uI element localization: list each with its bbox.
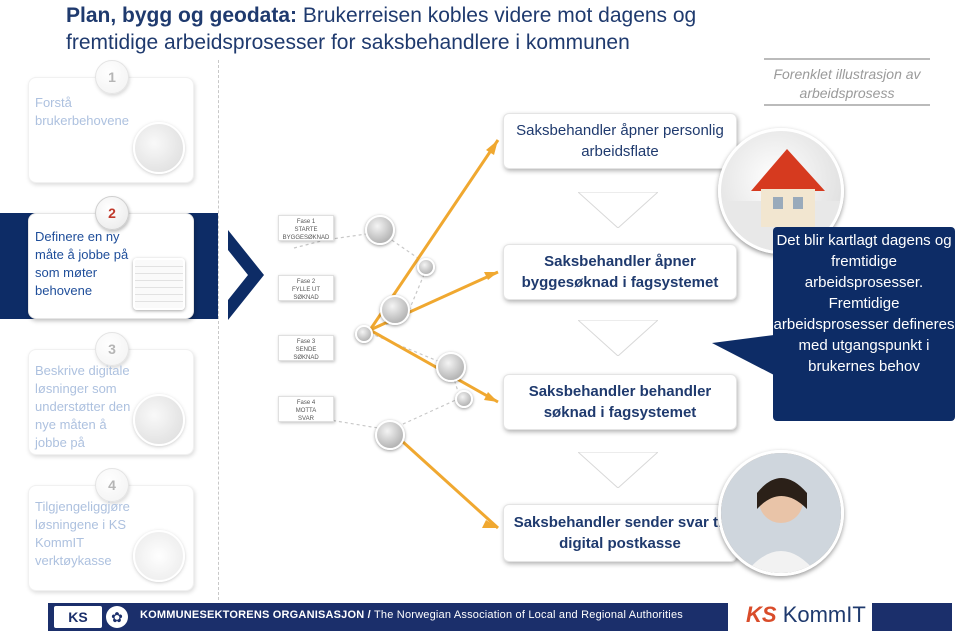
step-image-2 xyxy=(133,258,185,310)
journey-node xyxy=(417,258,435,276)
step-card-2[interactable]: 2 Definere en ny måte å jobbe på som møt… xyxy=(28,196,194,319)
person-icon xyxy=(721,453,841,573)
footer-bar xyxy=(48,603,728,631)
step-label-3: Beskrive digitale løsninger som understø… xyxy=(35,363,131,450)
process-box-2: Saksbehandler åpner byggesøknad i fagsys… xyxy=(503,244,737,300)
step-card-4[interactable]: 4 Tilgjengeliggjøre løsningene i KS Komm… xyxy=(28,468,194,591)
footer-bar-end xyxy=(872,603,952,631)
kommit-logo: KS KommIT xyxy=(746,602,866,627)
process-box-3: Saksbehandler behandler søknad i fagsyst… xyxy=(503,374,737,430)
step-number-1: 1 xyxy=(95,60,129,94)
journey-node xyxy=(380,295,410,325)
page-title: Plan, bygg og geodata: Brukerreisen kobl… xyxy=(66,2,766,56)
caseworker-photo xyxy=(718,450,844,576)
step-number-3: 3 xyxy=(95,332,129,366)
step-image-4 xyxy=(133,530,185,582)
down-arrow-icon xyxy=(578,320,658,356)
title-rest: Brukerreisen kobles videre mot dagens og… xyxy=(66,4,697,54)
journey-node xyxy=(455,390,473,408)
step-label-2: Definere en ny måte å jobbe på som møter… xyxy=(35,229,129,298)
divider-line xyxy=(218,60,219,600)
down-arrow-icon xyxy=(578,452,658,488)
journey-node xyxy=(436,352,466,382)
step-image-3 xyxy=(133,394,185,446)
callout-pointer xyxy=(712,335,774,375)
step-label-1: Forstå brukerbehovene xyxy=(35,95,129,128)
step-card-1[interactable]: 1 Forstå brukerbehovene xyxy=(28,60,194,183)
step-card-3[interactable]: 3 Beskrive digitale løsninger som unders… xyxy=(28,332,194,455)
step-number-2: 2 xyxy=(95,196,129,230)
title-bold: Plan, bygg og geodata: xyxy=(66,4,298,27)
ks-logo: KS xyxy=(54,606,102,628)
step-number-4: 4 xyxy=(95,468,129,502)
footer-org-text: KOMMUNESEKTORENS ORGANISASJON / The Norw… xyxy=(140,609,683,621)
journey-node xyxy=(375,420,405,450)
down-arrow-icon xyxy=(578,192,658,228)
journey-node xyxy=(355,325,373,343)
info-callout: Det blir kartlagt dagens og fremtidige a… xyxy=(773,227,955,421)
step-image-1 xyxy=(133,122,185,174)
process-box-1: Saksbehandler åpner personlig arbeidsfla… xyxy=(503,113,737,169)
ks-emblem-icon: ✿ xyxy=(106,606,128,628)
journey-node xyxy=(365,215,395,245)
chevron-right-icon xyxy=(228,230,264,320)
step-label-4: Tilgjengeliggjøre løsningene i KS KommIT… xyxy=(35,499,130,568)
process-box-4: Saksbehandler sender svar til digital po… xyxy=(503,504,737,562)
illustration-note: Forenklet illustrasjon av arbeidsprosess xyxy=(764,58,930,106)
